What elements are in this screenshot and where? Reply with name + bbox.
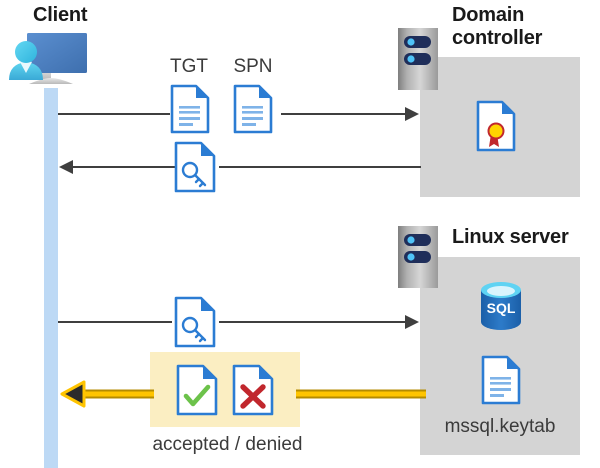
arrow-right-icon-auth (219, 313, 421, 331)
spn-label: SPN (233, 56, 273, 77)
connector-line-dc-to-ticket (219, 166, 421, 168)
arrow-left-icon-ticket (58, 158, 176, 176)
document-key-icon-ticket (174, 141, 216, 193)
client-workstation-icon (5, 26, 95, 96)
connector-line-client-to-ticket2 (58, 321, 172, 323)
document-icon-tgt (170, 84, 210, 134)
connector-line-client-to-tgt (58, 113, 170, 115)
page-title-client: Client (33, 4, 88, 26)
arrow-right-icon-request (281, 105, 421, 123)
domain-controller-title-line2: controller (452, 27, 543, 49)
page-title-linux-server: Linux server (452, 226, 569, 248)
document-check-icon-accepted (176, 364, 218, 416)
domain-controller-title-line1: Domain (452, 4, 525, 26)
certificate-document-icon (476, 100, 516, 152)
tgt-label: TGT (170, 56, 208, 77)
arrow-left-yellow-icon (58, 380, 154, 408)
result-label: accepted / denied (152, 434, 303, 455)
server-rack-icon-dc (398, 28, 438, 90)
sql-database-icon: SQL (477, 280, 525, 332)
document-icon-spn (233, 84, 273, 134)
document-x-icon-denied (232, 364, 274, 416)
server-rack-icon-linux (398, 226, 438, 288)
sql-label: SQL (487, 300, 516, 316)
keytab-label: mssql.keytab (444, 416, 556, 437)
client-lifeline (44, 88, 58, 468)
yellow-connector-line-server (296, 380, 426, 408)
document-key-icon-auth (174, 296, 216, 348)
result-highlight-panel (150, 352, 300, 427)
document-icon-keytab (481, 355, 521, 405)
page-title-domain-controller: Domain controller (452, 4, 600, 50)
